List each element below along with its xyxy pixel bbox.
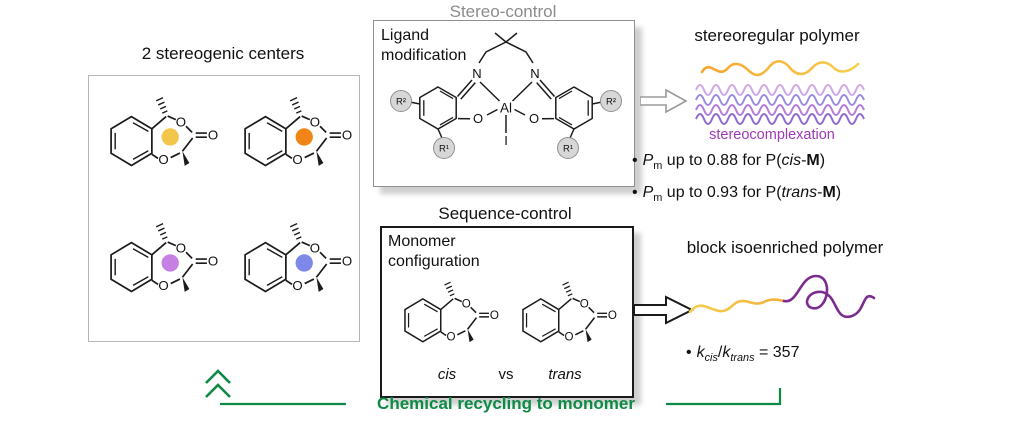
trans-monomer-structure [512,272,618,365]
atom-label-I: I [504,133,508,148]
substituent-label-R2: R² [606,97,616,108]
pm-symbol: P [642,152,654,169]
ligand-modification-label: Ligand modification [381,27,467,64]
slash: / [717,344,723,361]
k-symbol: k [722,344,731,361]
right-arrow-top-icon [640,88,688,114]
pm-cis-bullet: •Pm up to 0.88 for P(cis-M) [632,152,825,172]
block-copolymer-curve [688,274,876,319]
kinetics-bullet: •kcis/ktrans = 357 [686,344,799,364]
block-orange-segment [688,298,786,314]
atom-label-Al: Al [500,101,512,116]
stereo-panel-title: Stereo-control [449,2,557,21]
kinetics-value: = 357 [754,344,800,361]
salen-aluminum-complex: N N Al O O I R² R² R¹ R¹ [390,32,622,159]
cis-label: cis [437,366,457,383]
recycling-label: Chemical recycling to monomer [377,394,635,413]
monomer-configuration-label: Monomer configuration [388,233,480,270]
trans-label: trans [548,366,582,383]
bullet-marker: • [632,152,638,169]
k-trans-subscript: trans [730,352,755,365]
monomer-bold: M [822,184,836,201]
monomer-bold: M [806,152,820,169]
monomer-structure-4 [232,212,354,318]
isotactic-polymer-wave [700,60,860,77]
vs-label: vs [498,366,514,383]
salen-bonds [409,32,603,139]
paren: ) [819,152,826,169]
stereocomplex-waves [695,84,865,125]
k-cis-subscript: cis [704,352,718,365]
block-purple-segment [782,274,876,319]
trans-italic: trans [781,184,818,201]
atom-label-O: O [473,111,483,126]
stereocenter-dot [161,128,179,146]
atom-label-N: N [472,66,481,81]
pm-subscript: m [653,160,663,173]
bullet-text: up to 0.88 for P( [662,152,782,169]
pm-subscript: m [653,192,663,205]
substituent-circles [390,90,622,159]
cis-monomer-structure [394,272,500,365]
substituent-label-R1: R¹ [439,144,449,155]
pm-symbol: P [642,184,654,201]
recycle-up-arrow-icon [205,369,231,398]
bullet-marker: • [632,184,638,201]
stereocomplexation-label: stereocomplexation [709,127,835,143]
stereocenter-dot [161,254,179,272]
atom-label-O: O [529,111,539,126]
right-arrow-bottom-icon [634,295,694,325]
left-panel-title: 2 stereogenic centers [141,44,305,63]
monomer-structure-3 [98,212,220,318]
stereocenter-dot [295,128,313,146]
recycle-bracket-line [220,388,782,406]
monomer-structure-2 [232,86,354,192]
stereocenter-dot [295,254,313,272]
substituent-label-R2: R² [396,97,406,108]
stereoregular-polymer-title: stereoregular polymer [694,26,860,45]
bullet-text: up to 0.93 for P( [662,184,782,201]
sequence-panel [380,226,634,398]
monomer-structure-1 [98,86,220,192]
paren: ) [835,184,842,201]
hyphen: - [801,152,807,169]
substituent-label-R1: R¹ [563,144,573,155]
atom-label-N: N [530,66,539,81]
sequence-panel-title: Sequence-control [438,204,572,223]
pm-trans-bullet: •Pm up to 0.93 for P(trans-M) [632,184,841,204]
k-symbol: k [696,344,705,361]
salen-atom-labels: N N Al O O I R² R² R¹ R¹ [396,66,616,155]
bullet-marker: • [686,344,692,361]
block-polymer-title: block isoenriched polymer [686,238,884,257]
cis-italic: cis [781,152,802,169]
hyphen: - [817,184,823,201]
